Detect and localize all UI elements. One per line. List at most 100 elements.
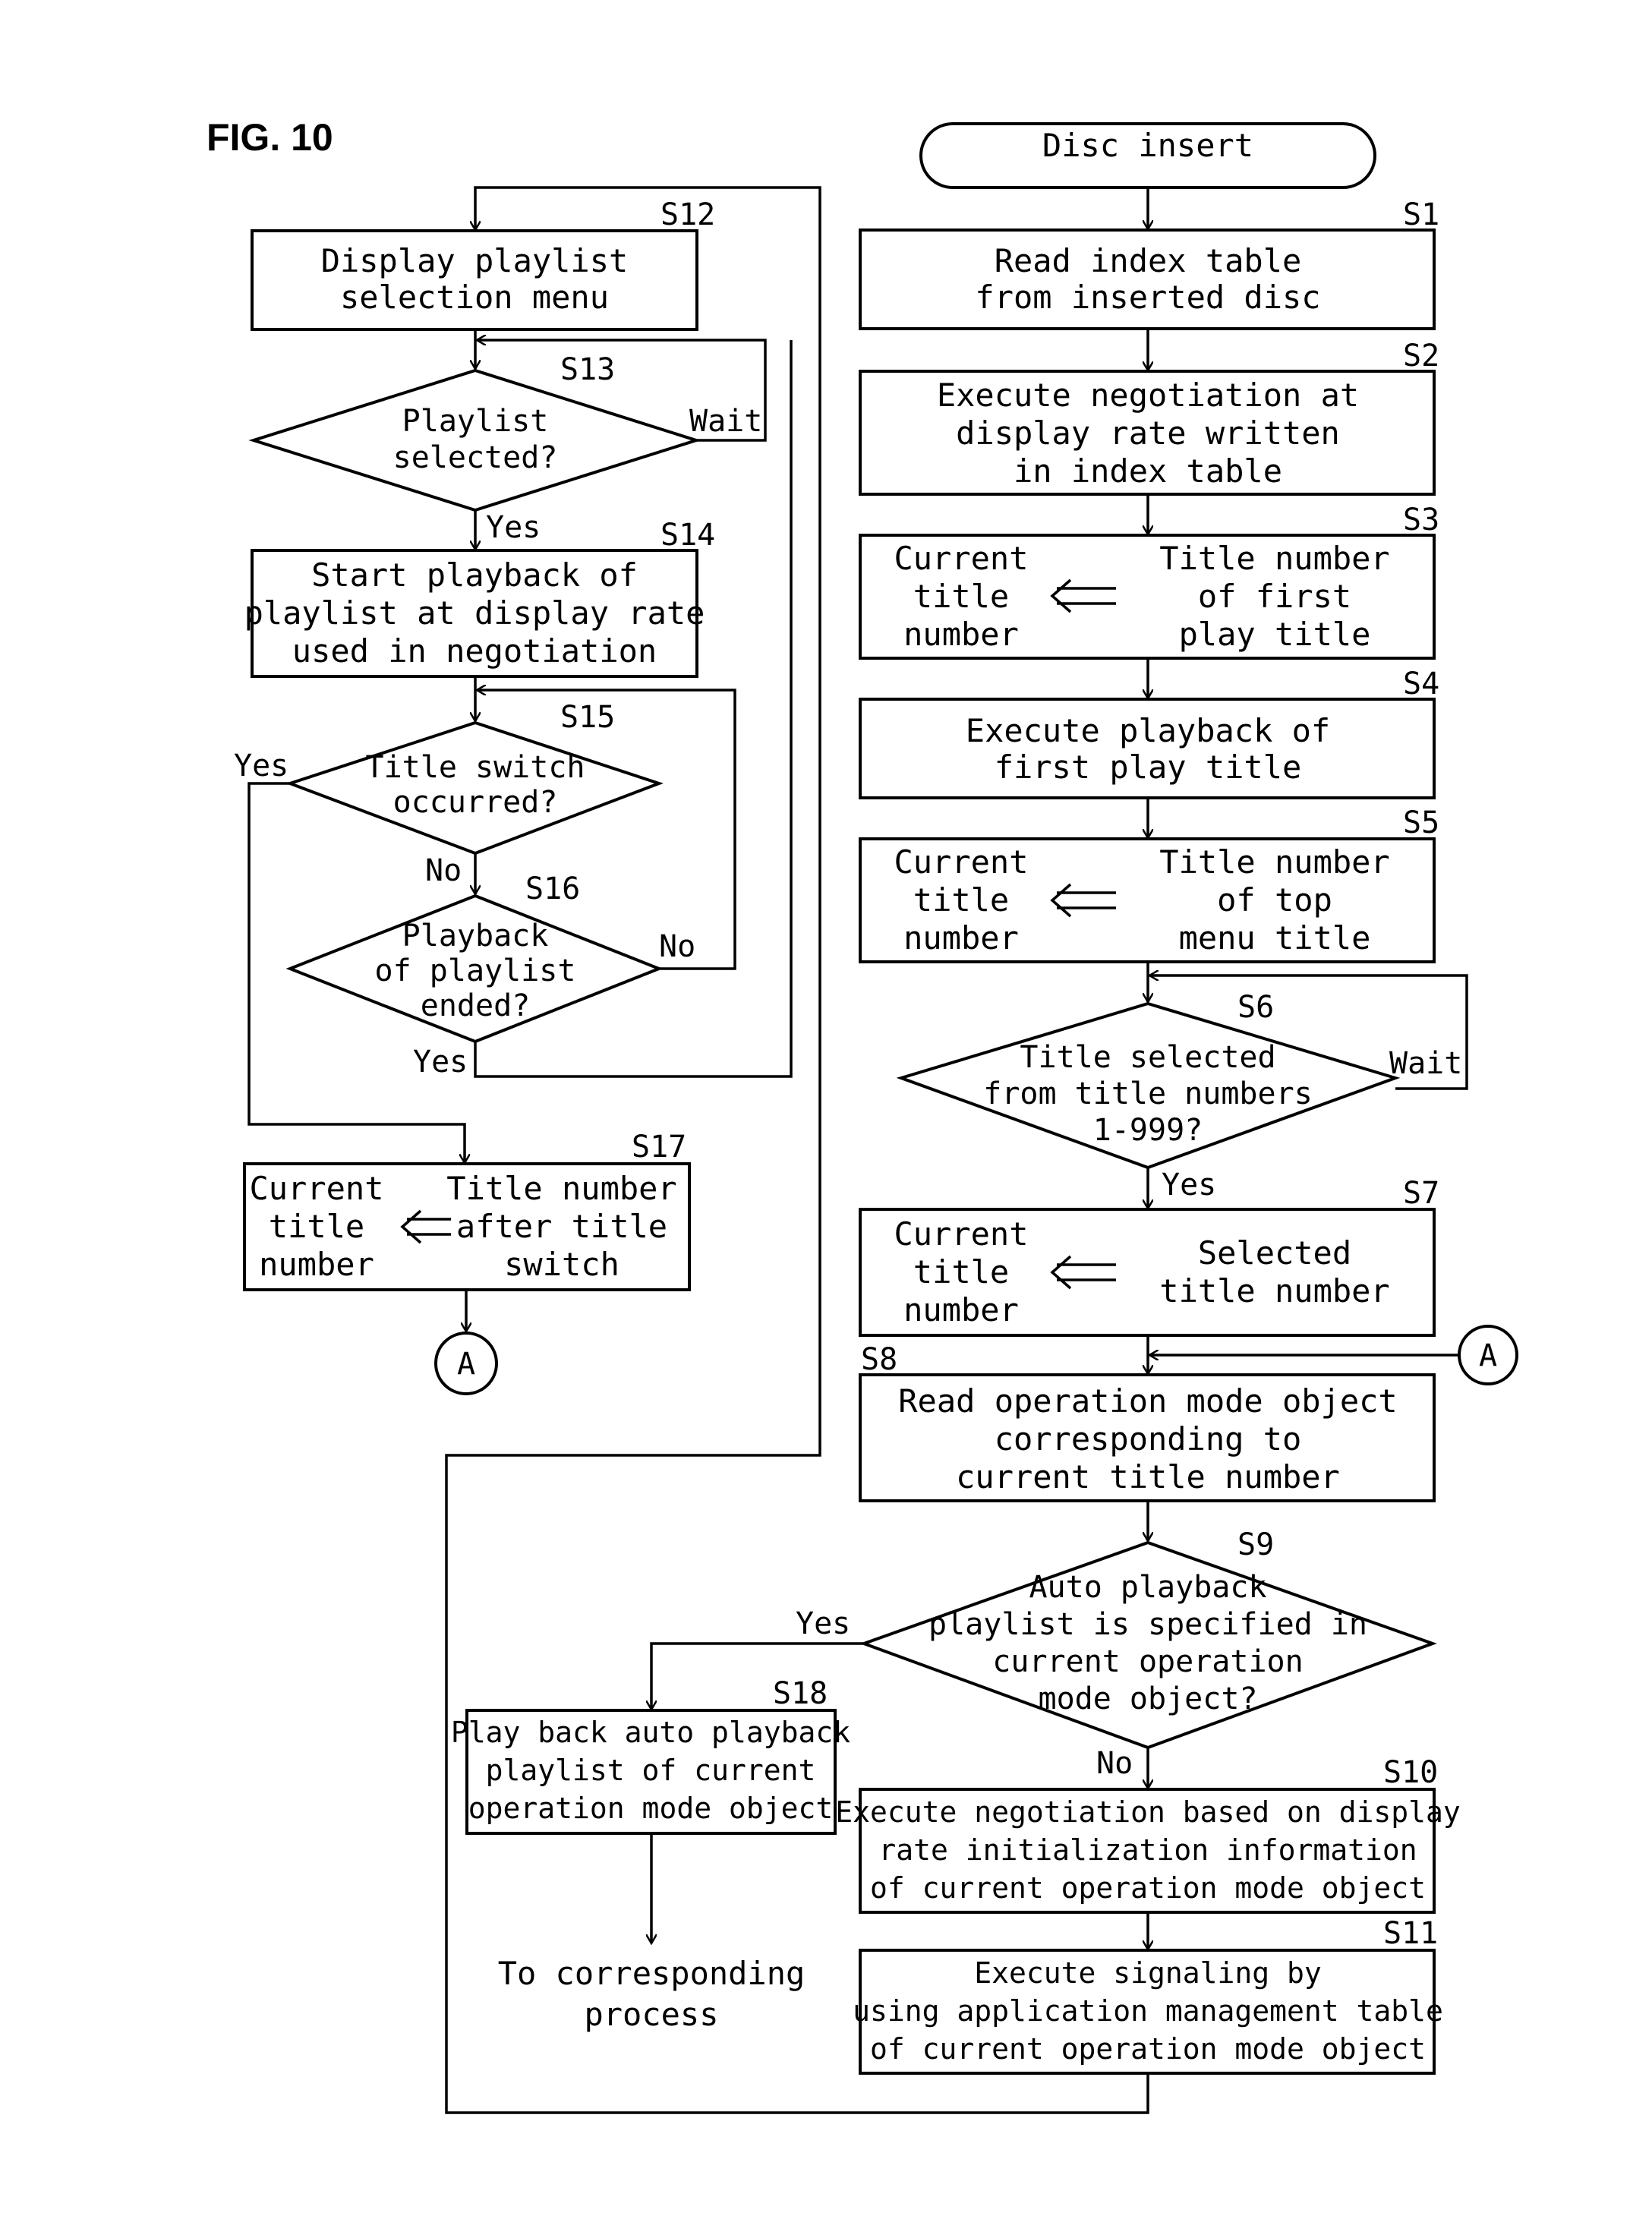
- text-line: from title numbers: [983, 1076, 1312, 1111]
- text-line: Title selected: [1020, 1040, 1275, 1075]
- text-line: of current operation mode object: [870, 2032, 1426, 2066]
- step-s7-left: Currenttitlenumber: [894, 1215, 1028, 1328]
- text-line: menu title: [1179, 919, 1371, 957]
- text-line: Title number: [1159, 540, 1389, 577]
- text-line: Execute negotiation based on display: [835, 1795, 1461, 1829]
- step-s12-id: S12: [660, 197, 715, 232]
- decision-s15-no: No: [425, 853, 462, 888]
- step-s14-id: S14: [660, 518, 715, 553]
- text-line: Disc insert: [1042, 127, 1253, 164]
- text-line: title number: [1159, 1272, 1389, 1310]
- process-text: To correspondingprocess: [498, 1955, 806, 2033]
- step-s8-id: S8: [861, 1342, 897, 1377]
- text-line: ended?: [421, 988, 531, 1023]
- start-terminal-text: Disc insert: [1042, 127, 1253, 164]
- text-line: operation mode object: [468, 1792, 833, 1825]
- text-line: number: [903, 616, 1019, 653]
- step-s16-id: S16: [525, 871, 580, 906]
- decision-s6-yes: Yes: [1162, 1168, 1216, 1202]
- step-s1-id: S1: [1403, 197, 1439, 232]
- step-s3-left: Currenttitlenumber: [894, 540, 1028, 653]
- step-s12-text: Display playlistselection menu: [321, 242, 629, 316]
- step-s13-id: S13: [560, 352, 615, 387]
- step-s5-id: S5: [1403, 805, 1439, 840]
- text-line: in index table: [1014, 452, 1282, 490]
- decision-s13-yes: Yes: [486, 510, 541, 545]
- text-line: current title number: [956, 1458, 1340, 1496]
- text-line: Read index table: [995, 242, 1302, 279]
- figure-label: FIG. 10: [206, 116, 333, 159]
- text-line: of first: [1198, 578, 1351, 615]
- step-s17-left: Currenttitlenumber: [249, 1170, 383, 1283]
- text-line: Current: [894, 843, 1028, 881]
- text-line: used in negotiation: [292, 632, 657, 670]
- text-line: current operation: [992, 1644, 1303, 1679]
- text-line: selection menu: [340, 279, 609, 316]
- text-line: title: [913, 578, 1009, 615]
- text-line: Play back auto playback: [451, 1716, 850, 1749]
- step-s9-id: S9: [1237, 1527, 1274, 1562]
- text-line: number: [903, 919, 1019, 957]
- text-line: title: [913, 1253, 1009, 1291]
- step-s7-id: S7: [1403, 1176, 1439, 1211]
- decision-s16-no: No: [659, 929, 695, 964]
- text-line: of top: [1217, 881, 1332, 919]
- text-line: playlist at display rate: [244, 594, 705, 632]
- text-line: using application management table: [853, 1994, 1443, 2028]
- text-line: Current: [894, 1215, 1028, 1253]
- text-line: mode object?: [1039, 1681, 1258, 1716]
- text-line: Read operation mode object: [898, 1382, 1397, 1420]
- text-line: Title switch: [366, 750, 585, 785]
- text-line: Current: [894, 540, 1028, 577]
- step-s5-left: Currenttitlenumber: [894, 843, 1028, 957]
- decision-s13-wait: Wait: [689, 404, 762, 439]
- step-s15-id: S15: [560, 700, 615, 735]
- decision-s15-text: Title switchoccurred?: [366, 750, 585, 820]
- text-line: title: [913, 881, 1009, 919]
- text-line: Title number: [1159, 843, 1389, 881]
- text-line: of current operation mode object: [870, 1871, 1426, 1905]
- connector-a-out-label: A: [457, 1347, 475, 1382]
- text-line: Auto playback: [1029, 1570, 1266, 1605]
- text-line: Start playback of: [311, 556, 638, 594]
- step-s10-text: Execute negotiation based on display rate…: [835, 1795, 1461, 1905]
- step-s1-text: Read index tablefrom inserted disc: [975, 242, 1320, 316]
- step-s14-text: Start playback ofplaylist at display rat…: [244, 556, 705, 670]
- step-s4-text: Execute playback offirst play title: [966, 712, 1330, 786]
- text-line: Current: [249, 1170, 383, 1207]
- text-line: rate initialization information: [878, 1833, 1417, 1867]
- decision-s15-yes: Yes: [234, 749, 288, 783]
- decision-s9-no: No: [1096, 1746, 1133, 1781]
- text-line: Selected: [1198, 1234, 1351, 1272]
- text-line: after title: [456, 1208, 667, 1245]
- text-line: occurred?: [393, 785, 558, 820]
- step-s3-id: S3: [1403, 503, 1439, 537]
- text-line: title: [269, 1208, 364, 1245]
- text-line: number: [903, 1291, 1019, 1328]
- text-line: switch: [504, 1246, 620, 1283]
- text-line: 1-999?: [1093, 1113, 1203, 1148]
- text-line: display rate written: [956, 414, 1340, 452]
- step-s6-id: S6: [1237, 990, 1274, 1025]
- step-s18-text: Play back auto playback playlist of curre…: [451, 1716, 850, 1825]
- text-line: of playlist: [375, 953, 576, 988]
- text-line: play title: [1179, 616, 1371, 653]
- text-line: playlist is specified in: [928, 1607, 1367, 1642]
- text-line: first play title: [995, 749, 1302, 786]
- text-line: playlist of current: [486, 1754, 816, 1787]
- text-line: number: [259, 1246, 374, 1283]
- step-s2-id: S2: [1403, 339, 1439, 373]
- connector-a-in-label: A: [1479, 1338, 1497, 1373]
- text-line: from inserted disc: [975, 279, 1320, 316]
- step-s11-id: S11: [1383, 1916, 1438, 1951]
- text-line: Playlist: [402, 404, 549, 439]
- step-s10-id: S10: [1383, 1755, 1438, 1790]
- text-line: Title number: [446, 1170, 676, 1207]
- text-line: Playback: [402, 919, 549, 953]
- text-line: Execute signaling by: [974, 1956, 1322, 1990]
- step-s18-id: S18: [773, 1676, 828, 1711]
- text-line: selected?: [393, 440, 558, 475]
- text-line: Display playlist: [321, 242, 629, 279]
- decision-s6-wait: Wait: [1389, 1046, 1462, 1081]
